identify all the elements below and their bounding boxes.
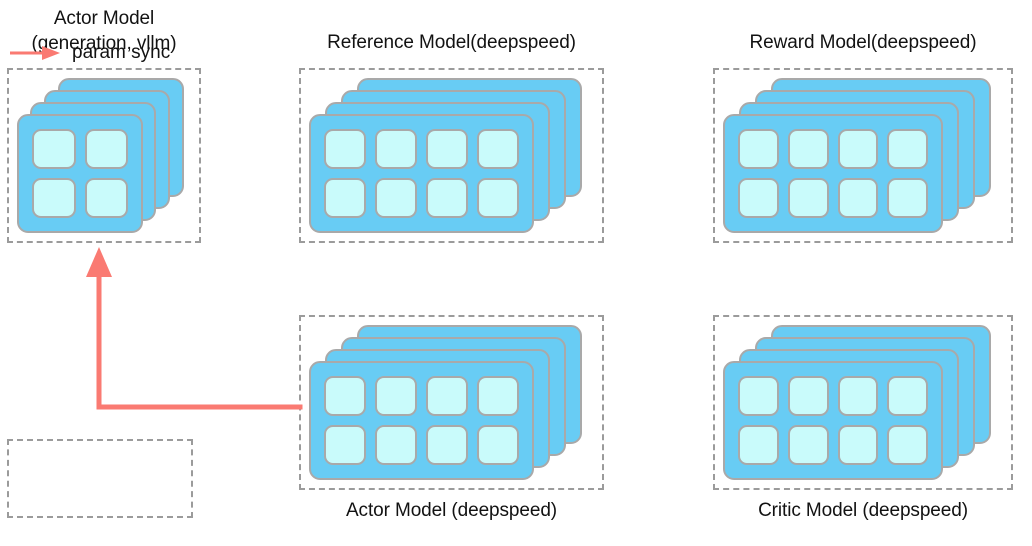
- gpu-card-front: [723, 361, 943, 480]
- card-stack-actor-deepspeed: [301, 317, 602, 488]
- gpu-cell: [375, 178, 417, 218]
- gpu-cell: [375, 129, 417, 169]
- gpu-cell: [324, 178, 366, 218]
- gpu-cell: [738, 178, 779, 218]
- gpu-cell: [375, 425, 417, 465]
- gpu-cell: [32, 178, 76, 218]
- dashed-container-reference: [299, 68, 604, 243]
- gpu-cell: [84, 178, 128, 218]
- group-title-reward: Reward Model(deepspeed): [749, 32, 977, 53]
- gpu-card-front: [723, 114, 943, 233]
- group-title-actor-deepspeed: Actor Model (deepspeed): [345, 500, 558, 521]
- group-title-reference: Reference Model(deepspeed): [327, 32, 576, 53]
- gpu-cell: [426, 376, 468, 416]
- gpu-card-front: [309, 361, 534, 480]
- gpu-cell: [375, 376, 417, 416]
- group-title-critic: Critic Model (deepspeed): [758, 500, 968, 521]
- gpu-cell: [426, 129, 468, 169]
- gpu-card-front: [309, 114, 534, 233]
- gpu-card-front: [17, 114, 143, 233]
- param-sync-arrow-path: [96, 269, 303, 410]
- gpu-cell: [837, 178, 879, 218]
- gpu-cell: [837, 425, 879, 465]
- gpu-cell: [887, 129, 928, 169]
- group-title-actor-vllm: Actor Model (generation, vllm): [31, 8, 177, 54]
- gpu-cell: [887, 178, 928, 218]
- gpu-cell: [324, 376, 366, 416]
- card-stack-reference: [301, 70, 602, 241]
- gpu-cell: [787, 129, 829, 169]
- gpu-cell: [426, 425, 468, 465]
- group-critic: Critic Model (deepspeed): [713, 315, 1013, 546]
- gpu-cell: [787, 178, 829, 218]
- dashed-container-critic: [713, 315, 1013, 490]
- gpu-cell: [787, 425, 829, 465]
- gpu-cell: [426, 178, 468, 218]
- dashed-container-actor-vllm: [7, 68, 201, 243]
- gpu-cell: [477, 376, 519, 416]
- group-reference: Reference Model(deepspeed): [299, 0, 604, 243]
- gpu-cell: [32, 129, 76, 169]
- gpu-cell: [887, 425, 928, 465]
- gpu-cell: [837, 129, 879, 169]
- card-stack-critic: [715, 317, 1011, 488]
- legend-entry-param-sync: param sync: [8, 42, 170, 64]
- group-actor-vllm: Actor Model (generation, vllm): [7, 0, 201, 243]
- card-stack-reward: [715, 70, 1011, 241]
- gpu-cell: [887, 376, 928, 416]
- group-actor-deepspeed: Actor Model (deepspeed): [299, 315, 604, 546]
- card-stack-actor-vllm: [9, 70, 199, 241]
- legend-label: param sync: [72, 42, 171, 63]
- legend-arrow-icon: [10, 46, 60, 60]
- gpu-cell: [84, 129, 128, 169]
- gpu-cell: [738, 376, 779, 416]
- gpu-cell: [324, 425, 366, 465]
- gpu-cell: [787, 376, 829, 416]
- gpu-cell: [477, 425, 519, 465]
- group-reward: Reward Model(deepspeed): [713, 0, 1013, 243]
- dashed-container-reward: [713, 68, 1013, 243]
- gpu-cell: [738, 129, 779, 169]
- param-sync-arrow-head: [86, 247, 112, 277]
- gpu-cell: [477, 178, 519, 218]
- gpu-cell: [477, 129, 519, 169]
- gpu-cell: [837, 376, 879, 416]
- dashed-container-actor-deepspeed: [299, 315, 604, 490]
- gpu-cell: [324, 129, 366, 169]
- legend-box: [7, 439, 193, 518]
- gpu-cell: [738, 425, 779, 465]
